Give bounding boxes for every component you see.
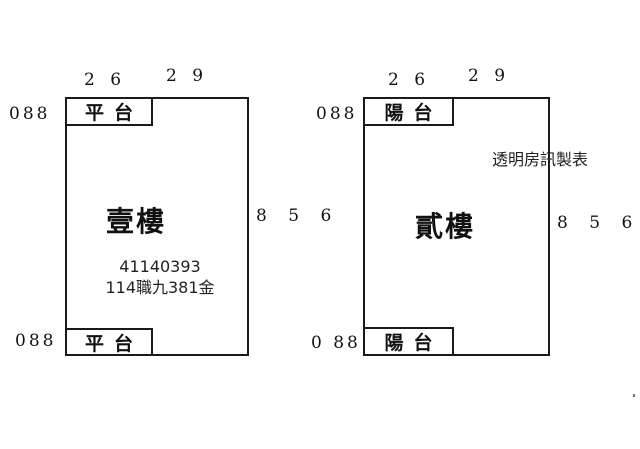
side-label-bottom: 088 <box>15 331 57 351</box>
platform-bottom: 平台 <box>65 328 153 356</box>
balcony-bottom: 陽台 <box>363 327 454 356</box>
top-dimension-right: 2 9 <box>166 66 209 86</box>
floor-label: 壹樓 <box>106 205 167 238</box>
right-dimension: 8 5 6 <box>256 206 340 226</box>
scan-artifact <box>633 394 635 397</box>
platform-top-label: 平台 <box>84 102 143 124</box>
side-label-top: 088 <box>9 104 51 124</box>
floor-outline <box>363 97 550 356</box>
top-dimension-right: 2 9 <box>468 66 511 86</box>
balcony-bottom-label: 陽台 <box>384 332 443 354</box>
floor-outline <box>65 97 249 356</box>
watermark: 透明房訊製表 <box>492 150 589 169</box>
case-number: 41140393 <box>119 257 201 276</box>
top-dimension-left: 2 6 <box>84 70 127 90</box>
platform-top: 平台 <box>65 97 153 126</box>
floor-label: 貳樓 <box>415 210 476 243</box>
balcony-top-label: 陽台 <box>384 102 443 124</box>
side-label-top: 088 <box>316 104 358 124</box>
side-label-bottom: 0 88 <box>311 333 361 353</box>
platform-bottom-label: 平台 <box>84 332 143 355</box>
case-info: 41140393 114職九381金 <box>95 256 225 298</box>
right-dimension: 8 5 6 <box>557 213 640 233</box>
case-code: 114職九381金 <box>105 278 215 297</box>
top-dimension-left: 2 6 <box>388 70 431 90</box>
balcony-top: 陽台 <box>363 97 454 126</box>
